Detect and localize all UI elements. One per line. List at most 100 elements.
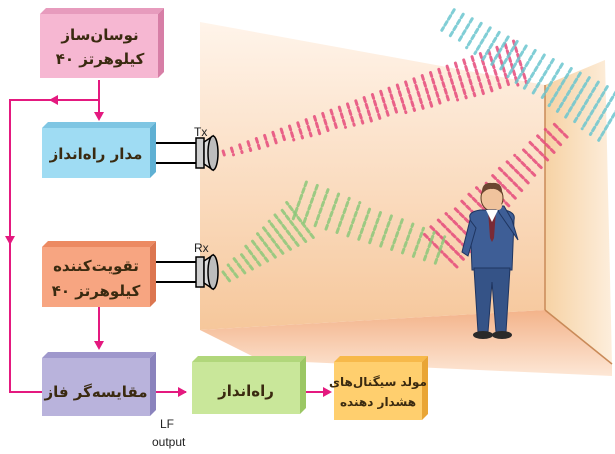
wave-front: [304, 118, 313, 138]
oscillator-block: نوسان‌ساز ۴۰ کیلوهرتز: [40, 8, 164, 78]
wave-front: [354, 99, 365, 125]
wave-front: [337, 105, 347, 129]
wave-front: [271, 130, 279, 146]
wave-front: [448, 12, 465, 38]
wave-front: [433, 235, 447, 265]
wave-front: [263, 133, 270, 148]
reflected-wave-beam: [440, 8, 615, 142]
wave-front: [506, 44, 528, 79]
wave-front: [412, 77, 425, 110]
wave-front: [229, 146, 235, 157]
trigger-label: راه‌انداز: [217, 382, 274, 400]
room-floor-edge: [544, 309, 613, 365]
wave-front: [232, 257, 247, 275]
wave-front: [404, 80, 416, 112]
wave-front: [580, 85, 609, 131]
wave-front: [244, 244, 262, 267]
wave-front: [379, 89, 391, 119]
wave-front: [302, 183, 319, 224]
arrow-into-alarm: [323, 387, 332, 397]
wave-front: [254, 137, 261, 150]
wave-front: [465, 21, 483, 50]
wave-front: [470, 55, 485, 96]
transducer-leads: [154, 142, 196, 283]
wave-front: [547, 67, 573, 108]
wave-front: [490, 173, 517, 200]
wave-front: [429, 225, 465, 261]
arrow-osc-branch: [49, 95, 58, 105]
wave-front: [285, 201, 315, 239]
oscillator-label-line2: ۴۰ کیلوهرتز: [56, 50, 145, 68]
wave-front: [296, 121, 304, 140]
wave-front: [395, 83, 408, 115]
wave-front: [473, 26, 492, 55]
wave-front: [453, 61, 468, 100]
phase-comparator-label: مقایسه‌گر فاز: [43, 383, 147, 401]
arrow-into-trigger: [178, 387, 187, 397]
wave-front: [481, 30, 501, 61]
wave-front: [267, 219, 292, 251]
wave-front: [536, 134, 556, 154]
wave-front: [226, 263, 239, 279]
wave-front: [401, 222, 415, 255]
wave-front: [387, 86, 399, 117]
oscillator-label-line1: نوسان‌ساز: [60, 26, 138, 44]
wave-front: [346, 102, 356, 127]
driver-circuit-block: مدار راه‌انداز: [42, 122, 156, 178]
wave-front: [238, 251, 254, 271]
wave-front: [420, 74, 434, 108]
phase-comparator-block: مقایسه‌گر فاز: [42, 352, 156, 416]
person-figure: [461, 182, 519, 339]
wave-front: [498, 39, 519, 73]
amplifier-block: تقویت‌کننده ۴۰ کیلوهرتز: [42, 241, 156, 307]
wave-front: [514, 48, 537, 84]
wave-front: [528, 140, 550, 162]
return-wave-beam-upper: [291, 179, 447, 265]
alarm-label-line2: هشدار دهنده: [340, 395, 416, 409]
wave-front: [564, 76, 591, 119]
amplifier-label-line1: تقویت‌کننده: [53, 257, 139, 275]
wave-front: [379, 213, 394, 248]
wave-front: [597, 110, 615, 142]
wave-front: [335, 196, 351, 234]
wave-front: [321, 111, 330, 133]
wave-front: [437, 67, 451, 104]
rx-wave-beam: [220, 201, 315, 283]
room-right-wall: [545, 60, 612, 364]
room-illustration: [200, 22, 613, 376]
wave-front: [256, 232, 277, 259]
ultrasonic-waves: [220, 8, 615, 283]
wave-front: [503, 42, 520, 87]
wave-front: [588, 90, 615, 136]
wave-front: [261, 226, 285, 255]
wave-front: [551, 121, 569, 139]
wave-front: [324, 192, 341, 231]
output-label: output: [152, 435, 186, 449]
tx-label: Tx: [194, 125, 207, 139]
wave-front: [288, 124, 296, 142]
wave-front: [279, 127, 287, 144]
wave-front: [520, 147, 543, 170]
wave-front: [357, 205, 372, 241]
wave-front: [246, 140, 253, 152]
wave-front: [522, 53, 546, 90]
wave-front: [368, 209, 383, 245]
lf-label: LF: [160, 417, 174, 431]
wave-front: [370, 93, 382, 121]
wave-front: [487, 48, 503, 91]
wave-front: [422, 231, 436, 262]
wave-front: [497, 166, 524, 193]
wave-front: [390, 218, 404, 251]
wave-front: [362, 96, 373, 123]
wave-front: [445, 64, 460, 102]
alarm-generator-block: مولد سیگنال‌های هشدار دهنده: [329, 356, 428, 420]
wave-front: [273, 213, 300, 247]
wave-front: [531, 58, 555, 96]
wave-front: [238, 143, 244, 155]
wave-front: [489, 35, 510, 67]
trigger-block: راه‌انداز: [192, 356, 306, 414]
tx-wave-beam: [221, 39, 528, 159]
alarm-label-line1: مولد سیگنال‌های: [329, 375, 427, 390]
wave-front: [513, 153, 537, 177]
